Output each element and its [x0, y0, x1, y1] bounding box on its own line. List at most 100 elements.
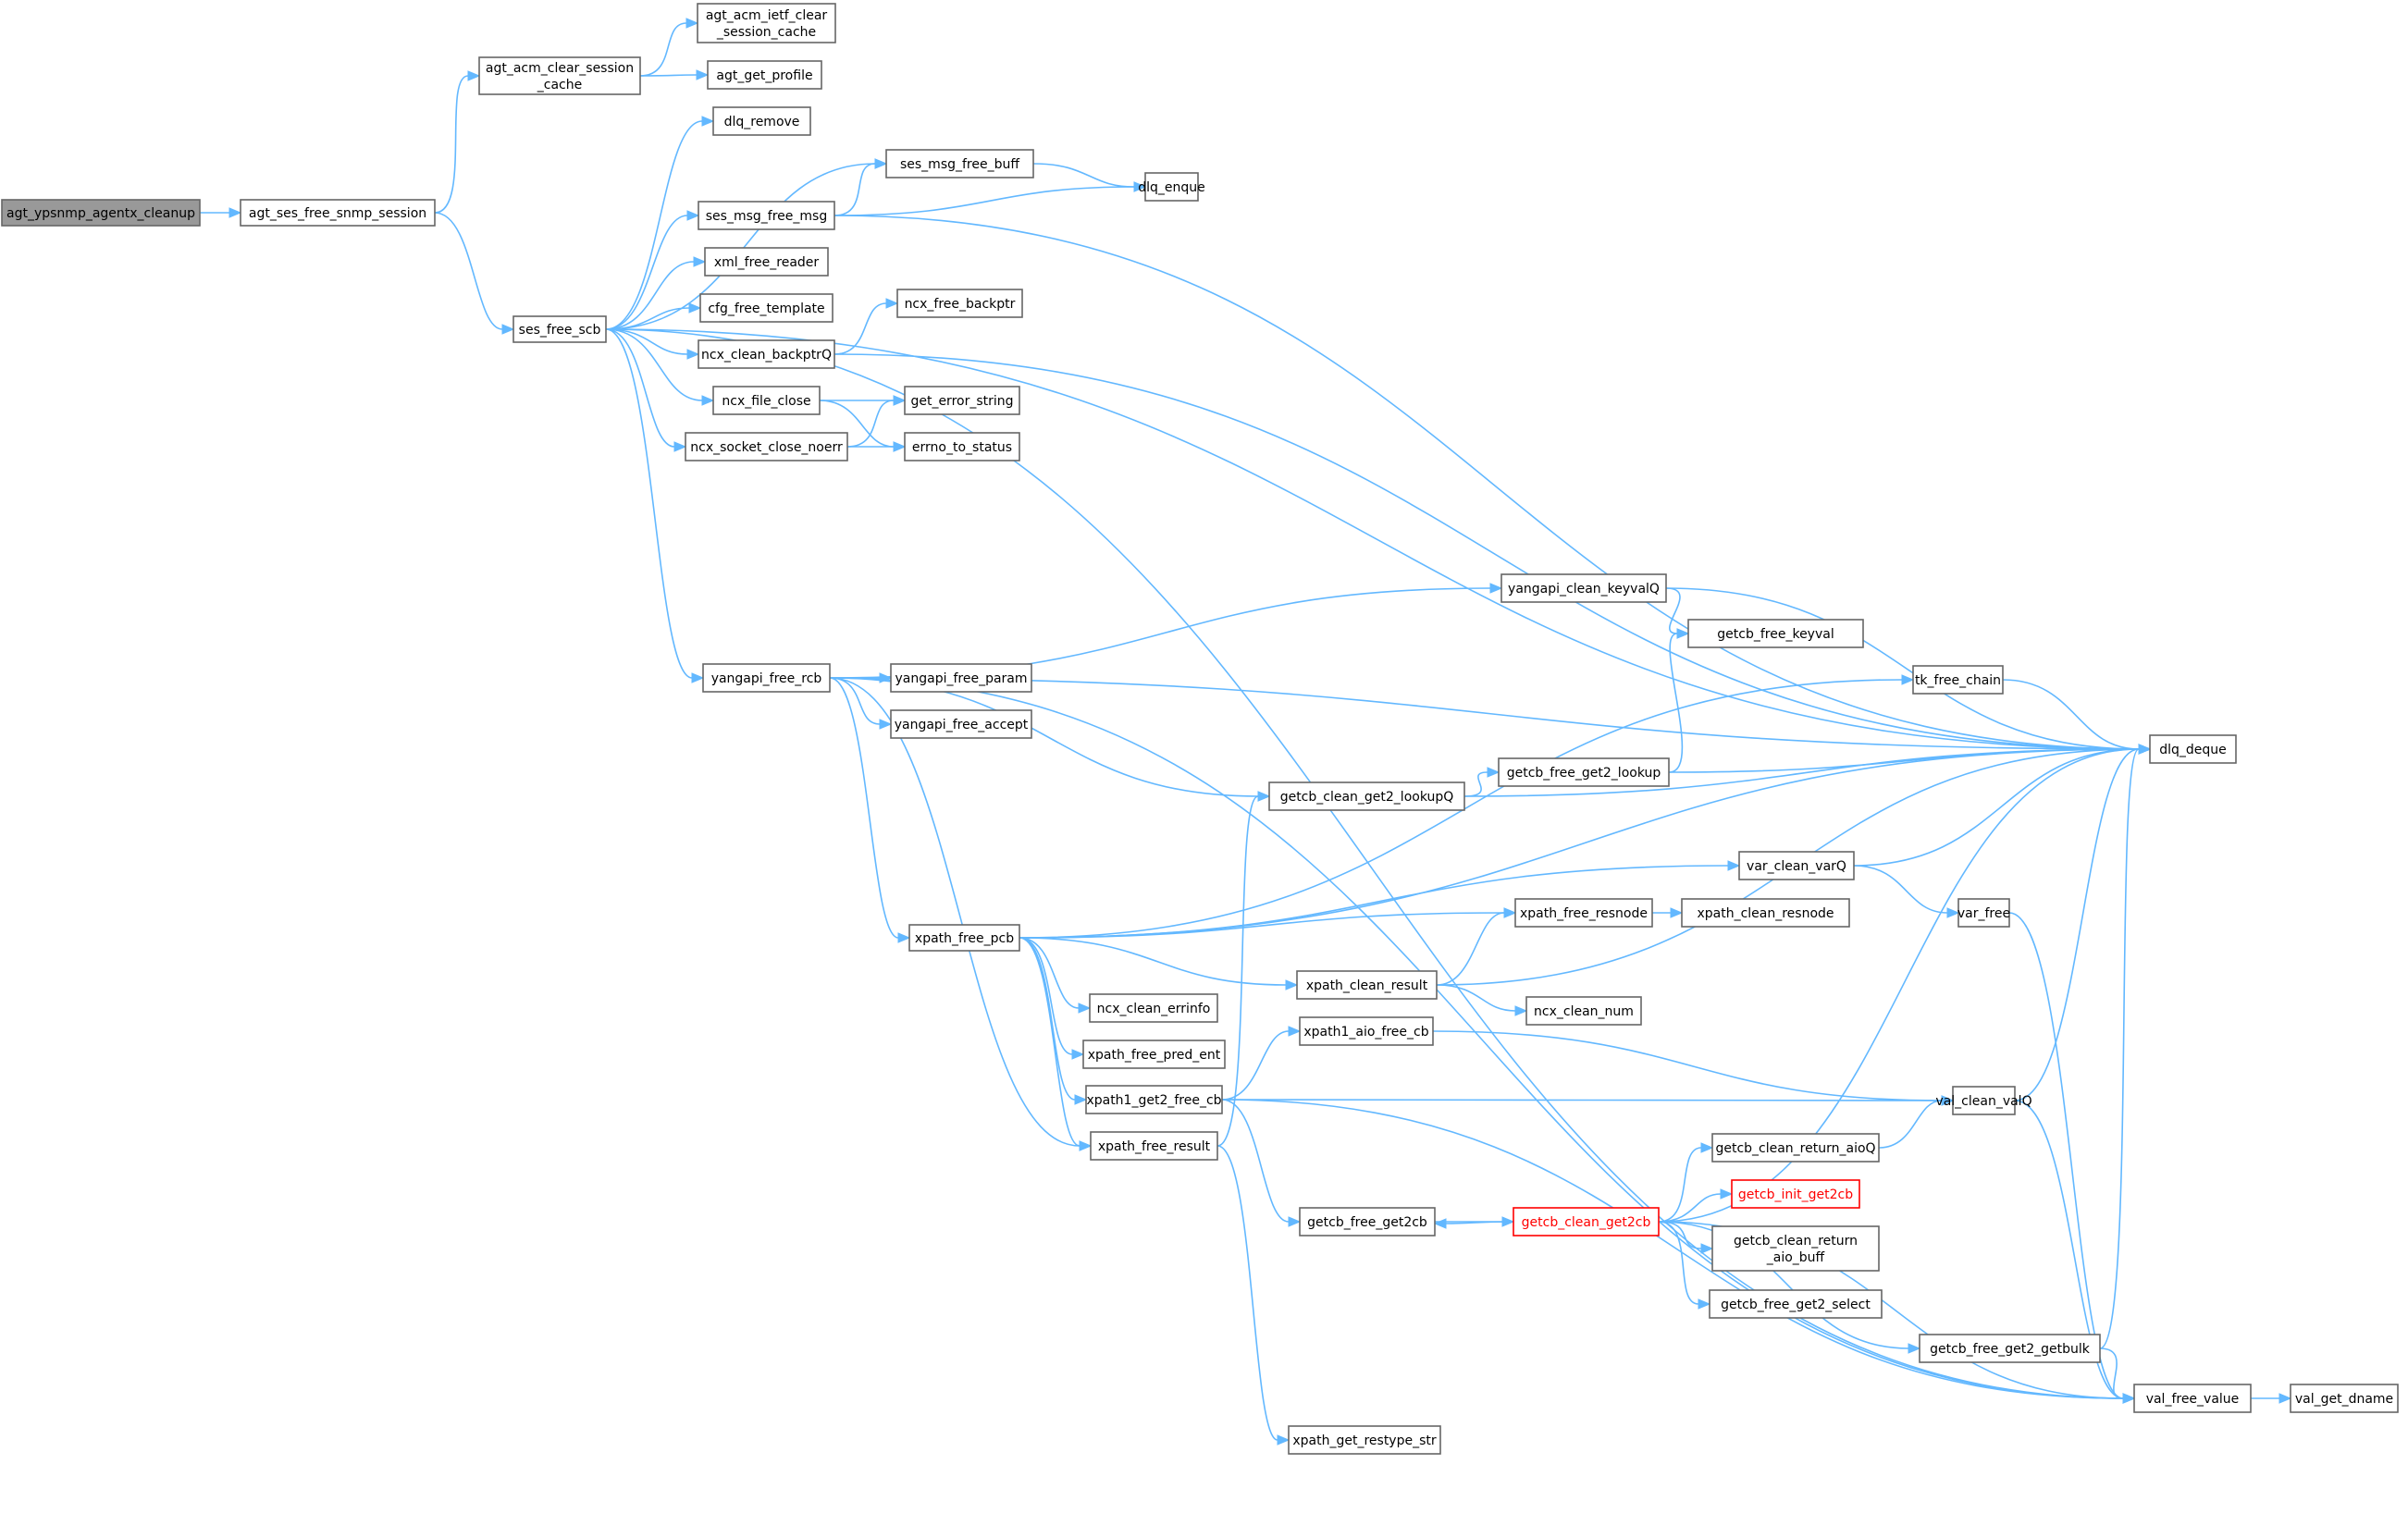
node-ses-msg-free-msg[interactable]: ses_msg_free_msg: [698, 201, 835, 230]
node-tk-free-chain[interactable]: tk_free_chain: [1912, 665, 2004, 695]
node-getcb-free-get2-lookup[interactable]: getcb_free_get2_lookup: [1498, 757, 1670, 787]
node-ncx-socket-close-noerr[interactable]: ncx_socket_close_noerr: [685, 432, 848, 461]
node-cfg-free-template[interactable]: cfg_free_template: [699, 293, 834, 323]
arrow-head: [1908, 1343, 1921, 1354]
node-yangapi-free-param[interactable]: yangapi_free_param: [890, 663, 1032, 693]
node-label: var_clean_varQ: [1747, 859, 1846, 874]
node-getcb-clean-get2-lookupQ[interactable]: getcb_clean_get2_lookupQ: [1268, 781, 1465, 811]
node-ncx-file-close[interactable]: ncx_file_close: [712, 386, 821, 415]
edge-line: [1032, 163, 1135, 188]
call-edge: [1216, 1145, 1290, 1446]
call-edge: [834, 158, 888, 216]
node-ses-msg-free-buff[interactable]: ses_msg_free_buff: [885, 149, 1034, 178]
node-errno-to-status[interactable]: errno_to_status: [904, 432, 1020, 461]
arrow-head: [1503, 907, 1517, 918]
node-yangapi-free-rcb[interactable]: yangapi_free_rcb: [702, 663, 831, 693]
node-label: xpath_free_pred_ent: [1088, 1048, 1221, 1063]
node-box: [1299, 1207, 1436, 1237]
node-box: [1500, 573, 1667, 603]
arrow-head: [1071, 1049, 1085, 1060]
node-dlq-remove[interactable]: dlq_remove: [712, 106, 811, 136]
call-edge: [605, 210, 700, 330]
node-getcb-init-get2cb[interactable]: getcb_init_get2cb: [1731, 1179, 1860, 1209]
edge-line: [2099, 748, 2140, 1349]
node-ncx-clean-errinfo[interactable]: ncx_clean_errinfo: [1089, 993, 1218, 1023]
node-val-free-value[interactable]: val_free_value: [2133, 1384, 2252, 1413]
node-box: [1144, 172, 1199, 202]
node-ncx-clean-backptrQ[interactable]: ncx_clean_backptrQ: [698, 339, 835, 369]
node-label: val_clean_valQ: [1935, 1094, 2031, 1109]
node-getcb-free-get2-select[interactable]: getcb_free_get2_select: [1709, 1289, 1883, 1319]
node-val-get-dname[interactable]: val_get_dname: [2290, 1384, 2399, 1413]
node-box: [698, 201, 835, 230]
node-xpath1-get2-free-cb[interactable]: xpath1_get2_free_cb: [1085, 1085, 1223, 1114]
node-var-free[interactable]: var_free: [1957, 898, 2010, 928]
node-getcb-clean-return-aio-buff[interactable]: getcb_clean_return_aio_buff: [1711, 1225, 1880, 1272]
node-ncx-clean-num[interactable]: ncx_clean_num: [1525, 996, 1642, 1026]
node-label: ncx_file_close: [722, 394, 810, 409]
node-xpath-free-pcb[interactable]: xpath_free_pcb: [908, 924, 1020, 952]
arrow-head: [1487, 767, 1500, 778]
node-xpath-free-pred-ent[interactable]: xpath_free_pred_ent: [1082, 1040, 1226, 1069]
node-label: getcb_free_keyval: [1717, 627, 1834, 642]
arrow-head: [693, 256, 707, 267]
node-dlq-enque[interactable]: dlq_enque: [1138, 172, 1205, 202]
node-dlq-deque[interactable]: dlq_deque: [2149, 734, 2237, 764]
edge-line: [605, 328, 675, 448]
call-edge: [1221, 1026, 1302, 1101]
node-ncx-free-backptr[interactable]: ncx_free_backptr: [896, 289, 1023, 318]
node-yangapi-clean-keyvalQ[interactable]: yangapi_clean_keyvalQ: [1500, 573, 1667, 603]
edge-line: [1216, 795, 1259, 1147]
node-box: [1919, 1334, 2101, 1363]
node-box: [240, 199, 436, 227]
edge-line: [434, 212, 503, 330]
edge-line: [605, 163, 876, 330]
node-xml-free-reader[interactable]: xml_free_reader: [704, 247, 829, 277]
edge-line: [1221, 1030, 1290, 1101]
arrow-head: [893, 441, 907, 452]
call-edge: [846, 441, 907, 452]
node-ses-free-scb[interactable]: ses_free_scb: [512, 315, 607, 343]
node-label: cfg_free_template: [708, 301, 824, 316]
node-label: agt_ses_free_snmp_session: [249, 206, 426, 221]
node-agt-acm-clear-session-cache[interactable]: agt_acm_clear_session_cache: [478, 56, 641, 95]
edge-line: [1019, 937, 1081, 1147]
node-xpath-get-restype-str[interactable]: xpath_get_restype_str: [1288, 1425, 1441, 1455]
node-getcb-clean-get2cb[interactable]: getcb_clean_get2cb: [1513, 1207, 1660, 1237]
node-var-clean-varQ[interactable]: var_clean_varQ: [1738, 851, 1855, 880]
node-getcb-free-get2cb[interactable]: getcb_free_get2cb: [1299, 1207, 1436, 1237]
node-agt-ses-free-snmp-session[interactable]: agt_ses_free_snmp_session: [240, 199, 436, 227]
node-xpath-free-resnode[interactable]: xpath_free_resnode: [1514, 898, 1653, 928]
function-nodes: agt_ypsnmp_agentx_cleanup agt_ses_free_sn…: [1, 3, 2399, 1455]
call-edge: [1658, 1221, 1711, 1310]
edge-line: [605, 307, 690, 330]
node-label: dlq_deque: [2159, 743, 2227, 757]
node-getcb-free-get2-getbulk[interactable]: getcb_free_get2_getbulk: [1919, 1334, 2101, 1363]
node-xpath-clean-result[interactable]: xpath_clean_result: [1296, 970, 1438, 1000]
node-label: getcb_clean_get2_lookupQ: [1280, 790, 1454, 805]
call-edge: [1436, 984, 1528, 1016]
call-edge: [434, 70, 481, 214]
node-xpath-clean-resnode[interactable]: xpath_clean_resnode: [1681, 898, 1850, 928]
node-agt-get-profile[interactable]: agt_get_profile: [707, 60, 822, 90]
node-xpath-free-result[interactable]: xpath_free_result: [1090, 1131, 1218, 1161]
arrow-head: [1727, 860, 1741, 871]
node-agt-ypsnmp-agentx-cleanup[interactable]: agt_ypsnmp_agentx_cleanup: [1, 199, 201, 227]
node-xpath1-aio-free-cb[interactable]: xpath1_aio_free_cb: [1299, 1016, 1434, 1046]
node-yangapi-free-accept[interactable]: yangapi_free_accept: [890, 709, 1032, 739]
node-getcb-free-keyval[interactable]: getcb_free_keyval: [1687, 619, 1864, 648]
node-agt-acm-ietf-clear-session-cache[interactable]: agt_acm_ietf_clear_session_cache: [697, 3, 836, 43]
edge-line: [1665, 587, 2140, 750]
node-val-clean-valQ[interactable]: val_clean_valQ: [1935, 1086, 2032, 1115]
arrow-head: [1700, 1142, 1714, 1153]
node-get-error-string[interactable]: get_error_string: [904, 386, 1020, 415]
node-getcb-clean-return-aioQ[interactable]: getcb_clean_return_aioQ: [1711, 1133, 1880, 1163]
edge-line: [605, 120, 703, 330]
node-label: ncx_clean_errinfo: [1097, 1002, 1211, 1016]
node-box: [1514, 898, 1653, 928]
arrow-head: [1941, 1095, 1955, 1106]
call-edge: [1221, 1095, 1955, 1106]
node-label: xpath1_aio_free_cb: [1303, 1025, 1428, 1040]
node-label: agt_acm_ietf_clear: [706, 8, 828, 23]
